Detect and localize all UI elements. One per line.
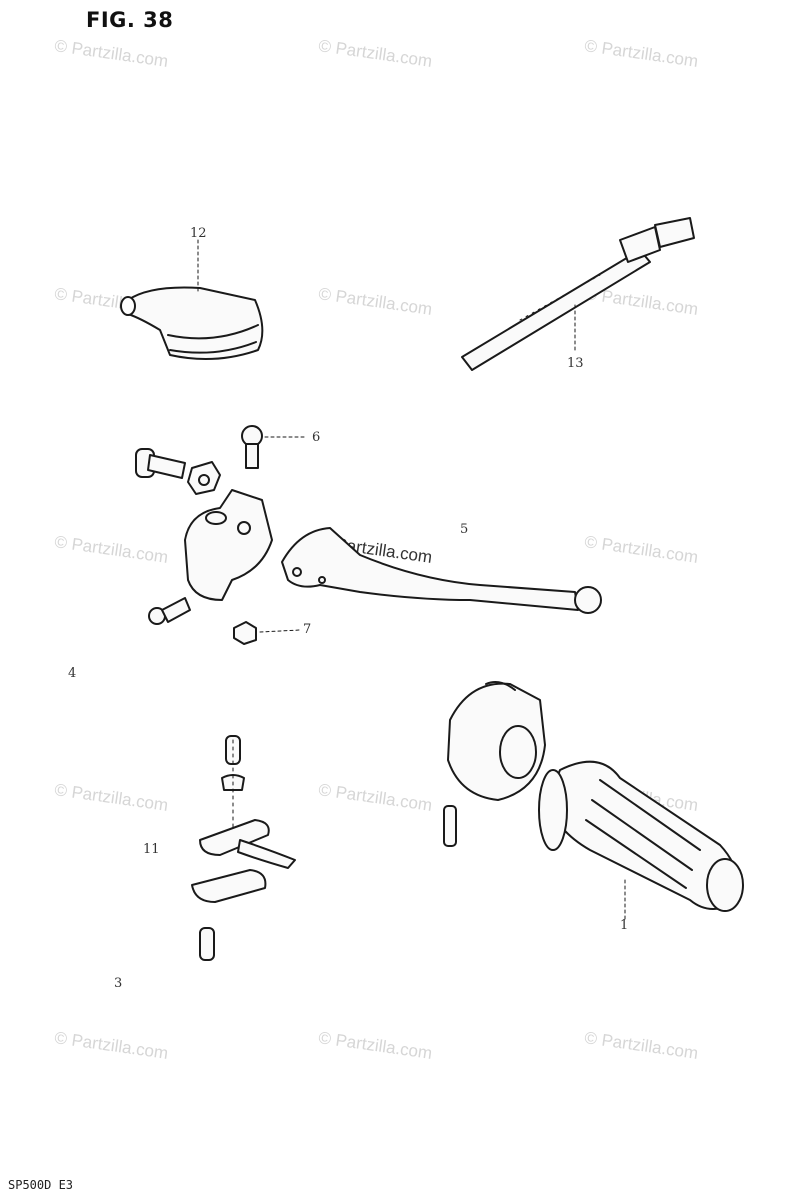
callout-bracket: 11	[143, 842, 160, 857]
lever-holder-part	[184, 489, 273, 601]
callout-lever-cover: 12	[190, 226, 207, 241]
pivot-bolt-part	[241, 425, 306, 469]
clutch-lever-part	[281, 527, 602, 614]
holder-clamp-bolt-part	[148, 597, 191, 625]
bracket-part	[191, 819, 296, 961]
lever-cover-part	[120, 239, 264, 360]
throttle-grip-part	[538, 760, 744, 921]
callout-band: 13	[567, 356, 584, 371]
bracket-screw-part	[221, 735, 245, 831]
holder-bolt-part	[135, 448, 186, 479]
callout-pivot-bolt: 6	[312, 430, 321, 445]
callout-grip: 1	[620, 918, 629, 933]
callout-nut: 7	[303, 622, 312, 637]
nut-part	[233, 621, 301, 645]
callout-bracket-screw: 3	[114, 976, 123, 991]
throttle-housing-part	[447, 681, 546, 801]
diagram-code: SP500D E3	[8, 1178, 74, 1192]
housing-screw-part	[443, 805, 457, 847]
band-part	[461, 217, 695, 371]
callout-lever: 5	[460, 522, 469, 537]
figure-title: FIG. 38	[86, 8, 174, 32]
callout-holder-bolt: 4	[68, 666, 77, 681]
washer-part	[187, 461, 221, 495]
